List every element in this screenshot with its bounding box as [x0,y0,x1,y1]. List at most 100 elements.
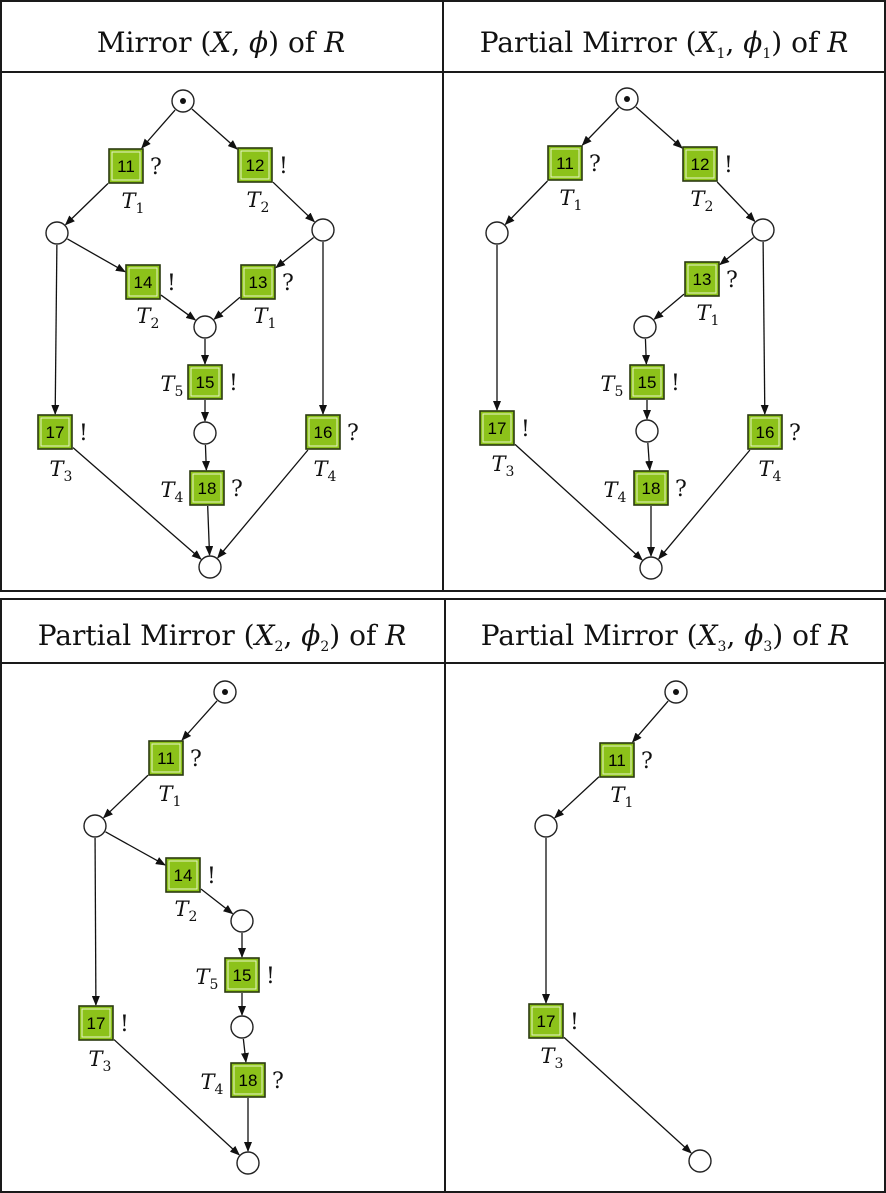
transition-17: 17!T3 [37,414,88,485]
transition-box [528,1003,564,1039]
label-letter: T [89,1047,105,1071]
label-subscript: 2 [705,199,714,215]
transition-12: 12!T2 [682,146,733,215]
transition-number: 17 [488,419,507,438]
transition-12: 12!T2 [237,147,288,216]
arc-p1-to-t17 [51,244,60,415]
panel-title: Partial Mirror (X1, ϕ1) of R [480,26,849,62]
transition-16: 16?T4 [747,414,801,485]
transition-13: 13?T1 [684,261,738,329]
arc-t13-to-p3 [653,293,685,320]
transition-15: 15!T5 [161,364,238,400]
title-comma: , [726,619,744,652]
arc-t18-to-p5 [205,505,214,557]
transition-number: 13 [693,270,712,289]
transition-number: 11 [117,157,135,176]
arc-t17-to-p5 [113,1039,240,1156]
receive-mark: ? [726,268,738,293]
transition-17: 17!T3 [528,1003,579,1072]
label-subscript: 5 [210,977,219,993]
arc-t14-to-p3 [200,888,234,915]
panel-frame [444,598,886,1193]
transition-box-inner [687,264,717,294]
transition-number: 11 [556,154,574,173]
title-comma: , [283,619,301,652]
transition-label: T1 [560,186,583,214]
send-mark: ! [229,371,238,396]
arc-p4-to-t18 [202,444,211,471]
arc-p0-to-t12 [635,106,683,149]
place-p1 [485,221,509,245]
arcs [493,106,769,561]
transition-11: 11?T1 [108,148,162,217]
label-letter: T [254,304,270,328]
transition-box-inner [151,743,181,773]
panel-title: Mirror (X, ϕ) of R [97,26,345,59]
label-letter: T [560,186,576,210]
transition-box-inner [81,1008,111,1038]
panel-frame [442,0,886,592]
label-letter: T [161,478,177,502]
place-p4 [635,419,659,443]
receive-mark: ? [675,477,687,502]
receive-mark: ? [789,421,801,446]
label-letter: T [247,188,263,212]
arc-p3-to-t15 [642,338,651,365]
transition-number: 18 [198,479,217,498]
arc-t16-to-p5 [658,449,751,560]
transition-15: 15!T5 [196,957,275,993]
arc-t11-to-p1 [102,774,149,819]
title-subscript: 3 [718,639,727,655]
place-p2 [311,218,335,242]
title-suffix: ) of [772,619,828,652]
label-subscript: 4 [175,490,184,506]
receive-mark: ? [282,271,294,296]
send-mark: ! [570,1010,579,1035]
place-p5 [198,555,222,579]
transition-box [479,410,515,446]
transition-box-inner [308,417,338,447]
transition-number: 18 [642,479,661,498]
transition-14: 14!T2 [125,264,176,332]
transition-box [230,1062,266,1098]
transition-box-inner [192,473,222,503]
label-letter: T [159,782,175,806]
send-mark: ! [279,154,288,179]
label-subscript: 3 [103,1059,112,1075]
transition-number: 13 [249,273,268,292]
transition-box [125,264,161,300]
arc-p1-to-t14 [67,238,126,273]
transition-box [78,1005,114,1041]
place-p3 [193,315,217,339]
send-mark: ! [671,371,680,396]
transition-label: T2 [247,188,270,216]
label-letter: T [759,457,775,481]
send-mark: ! [266,964,275,989]
transition-box-inner [482,413,512,443]
arc-p4-to-t18 [240,1038,249,1063]
title-suffix: ) of [268,26,324,59]
label-letter: T [604,478,620,502]
panel-title: Partial Mirror (X3, ϕ3) of R [481,619,850,655]
label-letter: T [541,1044,557,1068]
transition-box-inner [190,367,220,397]
arc-t17-to-p5 [72,447,202,560]
place-p3 [633,315,657,339]
arc-p0-to-t12 [191,108,238,150]
transition-box [633,470,669,506]
transition-box [108,148,144,184]
transition-label: T5 [196,965,219,993]
title-symbol-phi: ϕ [743,26,762,59]
send-mark: ! [120,1012,129,1037]
transition-15: 15!T5 [601,364,680,400]
send-mark: ! [207,864,216,889]
panel-title: Partial Mirror (X2, ϕ2) of R [38,619,407,655]
title-symbol-x: X [253,619,276,652]
transition-number: 17 [46,423,65,442]
title-comma: , [725,26,743,59]
receive-mark: ? [641,749,653,774]
panel-titles: Mirror (X, ϕ) of R Partial Mirror (X1, ϕ1… [38,26,850,655]
transition-number: 14 [174,866,193,885]
